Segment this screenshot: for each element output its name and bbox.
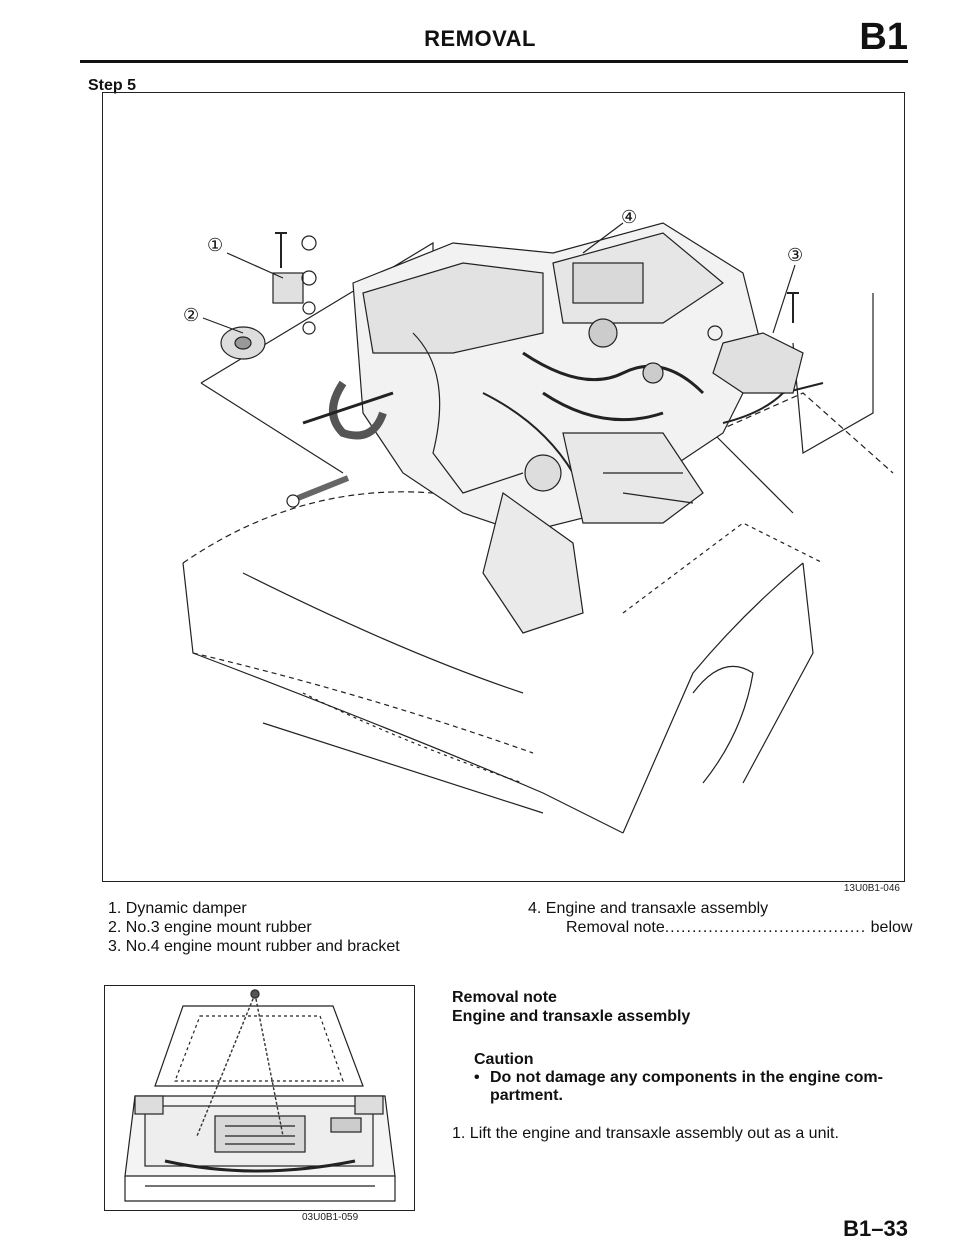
- callout-1: ①: [207, 235, 223, 256]
- engine-lift-figure: [104, 985, 415, 1211]
- caution-text-line2: partment.: [490, 1087, 563, 1104]
- dot-leader: .....................................: [664, 919, 867, 936]
- section-code: B1: [859, 16, 908, 58]
- callout-3: ③: [787, 245, 803, 266]
- legend-item-4-subline: Removal note............................…: [528, 918, 912, 937]
- removal-note-ref-label: Removal note: [566, 919, 665, 936]
- page-title: REMOVAL: [424, 26, 536, 51]
- legend-item-3: 3. No.4 engine mount rubber and bracket: [108, 938, 400, 955]
- figure-code-main: 13U0B1-046: [843, 883, 900, 894]
- legend-item-2: 2. No.3 engine mount rubber: [108, 919, 312, 936]
- figure-code-lift: 03U0B1-059: [302, 1212, 359, 1223]
- removal-note-ref-page: below: [870, 919, 913, 936]
- header-rule: [80, 60, 908, 63]
- removal-note-heading: Removal note: [452, 989, 557, 1006]
- legend-left: 1. Dynamic damper 2. No.3 engine mount r…: [108, 899, 400, 956]
- lift-illustration: [124, 989, 396, 1202]
- procedure-step-1: 1. Lift the engine and transaxle assembl…: [452, 1125, 839, 1142]
- removal-note-subheading: Engine and transaxle assembly: [452, 1008, 691, 1025]
- legend-right: 4. Engine and transaxle assembly Removal…: [528, 899, 912, 937]
- caution-label: Caution: [474, 1051, 534, 1068]
- callout-4: ④: [621, 207, 637, 228]
- engine-illustration: ① ② ③ ④: [182, 207, 894, 834]
- caution-text-line1: Do not damage any components in the engi…: [490, 1069, 883, 1086]
- callout-2: ②: [183, 305, 199, 326]
- engine-removal-figure: ① ② ③ ④: [102, 92, 905, 882]
- caution-bullet: •: [474, 1069, 480, 1086]
- legend-item-1: 1. Dynamic damper: [108, 900, 247, 917]
- step-label: Step 5: [88, 77, 137, 94]
- page-number: B1–33: [843, 1216, 908, 1241]
- legend-item-4: 4. Engine and transaxle assembly: [528, 900, 769, 917]
